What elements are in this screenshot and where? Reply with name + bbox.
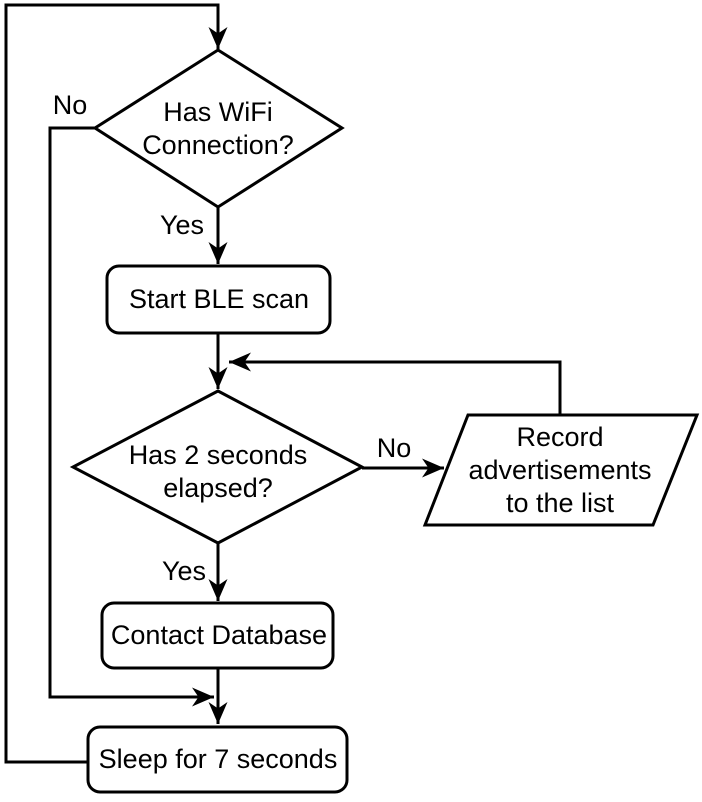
io-record-advertisements-line3: to the list [506, 488, 615, 518]
edge-record-loopback [229, 352, 562, 415]
process-contact-database-label: Contact Database [111, 620, 327, 650]
node-process-start-ble-scan: Start BLE scan [105, 264, 332, 335]
decision-has-wifi-line2: Connection? [142, 130, 294, 160]
process-start-ble-scan-label: Start BLE scan [129, 284, 309, 314]
process-start-ble-scan-shape [105, 264, 332, 335]
edge-label-wifi-yes: Yes [160, 210, 204, 240]
node-io-record-advertisements: Record advertisements to the list [422, 413, 700, 527]
process-sleep-shape [86, 725, 349, 794]
decision-has-wifi-shape [92, 48, 345, 209]
process-sleep-label: Sleep for 7 seconds [99, 744, 338, 774]
edge-sleep-to-wifi-loop [4, 3, 228, 764]
node-process-contact-database: Contact Database [100, 601, 335, 670]
decision-has-wifi-line1: Has WiFi [163, 97, 273, 127]
edge-label-wifi-no: No [53, 90, 88, 120]
node-process-sleep: Sleep for 7 seconds [86, 725, 349, 794]
io-record-advertisements-shape [422, 413, 700, 527]
io-record-advertisements-line1: Record [516, 422, 603, 452]
decision-2-seconds-elapsed-line1: Has 2 seconds [129, 440, 308, 470]
decision-2-seconds-elapsed-shape [69, 389, 366, 545]
node-decision-has-wifi: Has WiFi Connection? [92, 48, 345, 209]
edge-label-elapsed-yes: Yes [162, 556, 206, 586]
process-contact-database-shape [100, 601, 335, 670]
decision-2-seconds-elapsed-line2: elapsed? [163, 473, 273, 503]
io-record-advertisements-line2: advertisements [468, 455, 651, 485]
node-decision-2-seconds-elapsed: Has 2 seconds elapsed? [69, 389, 366, 545]
edge-label-elapsed-no: No [377, 433, 412, 463]
edge-wifi-no [48, 126, 214, 707]
